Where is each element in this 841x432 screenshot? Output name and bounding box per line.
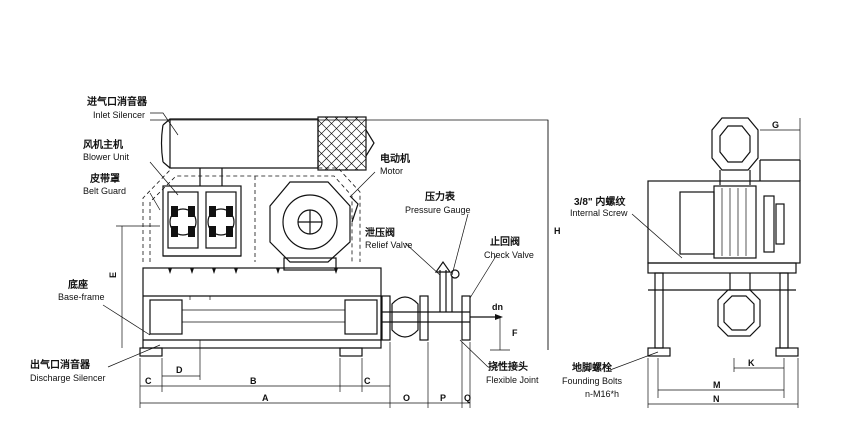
label-base-frame-en: Base-frame — [58, 292, 105, 302]
label-blower-unit-zh: 风机主机 — [83, 138, 123, 151]
dimension-lines — [116, 118, 801, 408]
label-founding-bolts-spec: n-M16*h — [585, 389, 619, 399]
label-belt-guard-zh: 皮带罩 — [89, 172, 120, 185]
dim-M: M — [713, 380, 721, 390]
blower-unit — [162, 185, 242, 257]
label-internal-screw-zh: 3/8" 内螺纹 — [574, 195, 626, 208]
dim-dn: dn — [492, 302, 503, 312]
label-inlet-silencer-zh: 进气口消音器 — [87, 95, 148, 108]
label-check-valve-en: Check Valve — [484, 250, 534, 260]
label-internal-screw-en: Internal Screw — [570, 208, 628, 218]
label-blower-unit-en: Blower Unit — [83, 152, 130, 162]
discharge-piping — [381, 260, 503, 341]
label-motor-en: Motor — [380, 166, 403, 176]
dim-Q: Q — [464, 393, 471, 403]
dim-C-left: C — [145, 376, 152, 386]
motor — [269, 181, 359, 271]
label-relief-valve-en: Relief Valve — [365, 240, 412, 250]
label-flexible-joint-zh: 挠性接头 — [488, 360, 528, 373]
dim-K: K — [748, 358, 755, 368]
dim-F: F — [512, 328, 518, 338]
dim-D: D — [176, 365, 183, 375]
label-founding-bolts-zh: 地脚螺栓 — [572, 361, 612, 374]
label-inlet-silencer-en: Inlet Silencer — [93, 110, 145, 120]
dim-A: A — [262, 393, 269, 403]
dim-G: G — [772, 120, 779, 130]
dim-C-right: C — [364, 376, 371, 386]
callout-labels: 进气口消音器 Inlet Silencer 风机主机 Blower Unit 皮… — [30, 95, 628, 399]
side-view — [647, 117, 801, 357]
label-motor-zh: 电动机 — [380, 152, 410, 165]
label-discharge-silencer-zh: 出气口消音器 — [30, 358, 91, 371]
dim-H: H — [554, 226, 561, 236]
label-relief-valve-zh: 泄压阀 — [365, 226, 395, 239]
belt-guard — [142, 167, 361, 262]
base-frame — [139, 267, 382, 357]
dimension-labels: A B C C D E F H O P Q dn G K M N — [108, 120, 779, 404]
dim-E: E — [108, 272, 118, 278]
label-check-valve-zh: 止回阀 — [490, 235, 520, 248]
leader-lines — [102, 112, 683, 371]
label-pressure-gauge-zh: 压力表 — [425, 190, 456, 203]
label-discharge-silencer-en: Discharge Silencer — [30, 373, 106, 383]
inlet-silencer — [160, 116, 375, 186]
label-pressure-gauge-en: Pressure Gauge — [405, 205, 471, 215]
label-base-frame-zh: 底座 — [68, 278, 88, 291]
dim-P: P — [440, 393, 446, 403]
dim-B: B — [250, 376, 257, 386]
dim-N: N — [713, 394, 720, 404]
label-founding-bolts-en: Founding Bolts — [562, 376, 623, 386]
label-flexible-joint-en: Flexible Joint — [486, 375, 539, 385]
label-belt-guard-en: Belt Guard — [83, 186, 126, 196]
dim-O: O — [403, 393, 410, 403]
